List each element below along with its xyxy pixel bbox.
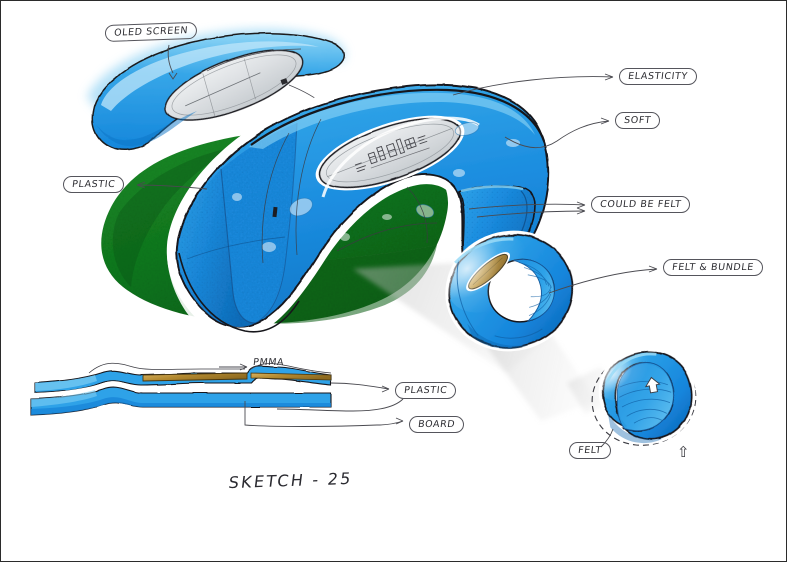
sketch-title: SKETCH - 25 xyxy=(227,468,354,493)
label-pmma: PMMA xyxy=(252,357,285,368)
label-could-be-felt: COULD BE FELT xyxy=(591,196,691,214)
pmma-strip xyxy=(142,372,248,382)
label-plastic-left: PLASTIC xyxy=(63,176,125,194)
cross-section xyxy=(30,362,332,416)
label-plastic-lower: PLASTIC xyxy=(395,382,457,400)
leader-lines xyxy=(136,44,658,448)
label-board: BOARD xyxy=(409,416,465,434)
label-felt: FELT xyxy=(569,442,611,460)
label-elasticity: ELASTICITY xyxy=(619,68,697,86)
label-soft: SOFT xyxy=(615,112,661,130)
bracelet-closed xyxy=(445,230,577,352)
bracelet-open xyxy=(591,346,697,446)
surface-highlights xyxy=(232,122,520,252)
label-felt-and-bundle: FELT & BUNDLE xyxy=(663,259,763,277)
inner-arrow-icon xyxy=(644,376,661,394)
pmma-strip-2 xyxy=(250,372,332,381)
detail-band-oled xyxy=(87,28,346,151)
arrow-up-icon-felt: ⇧ xyxy=(677,443,690,461)
